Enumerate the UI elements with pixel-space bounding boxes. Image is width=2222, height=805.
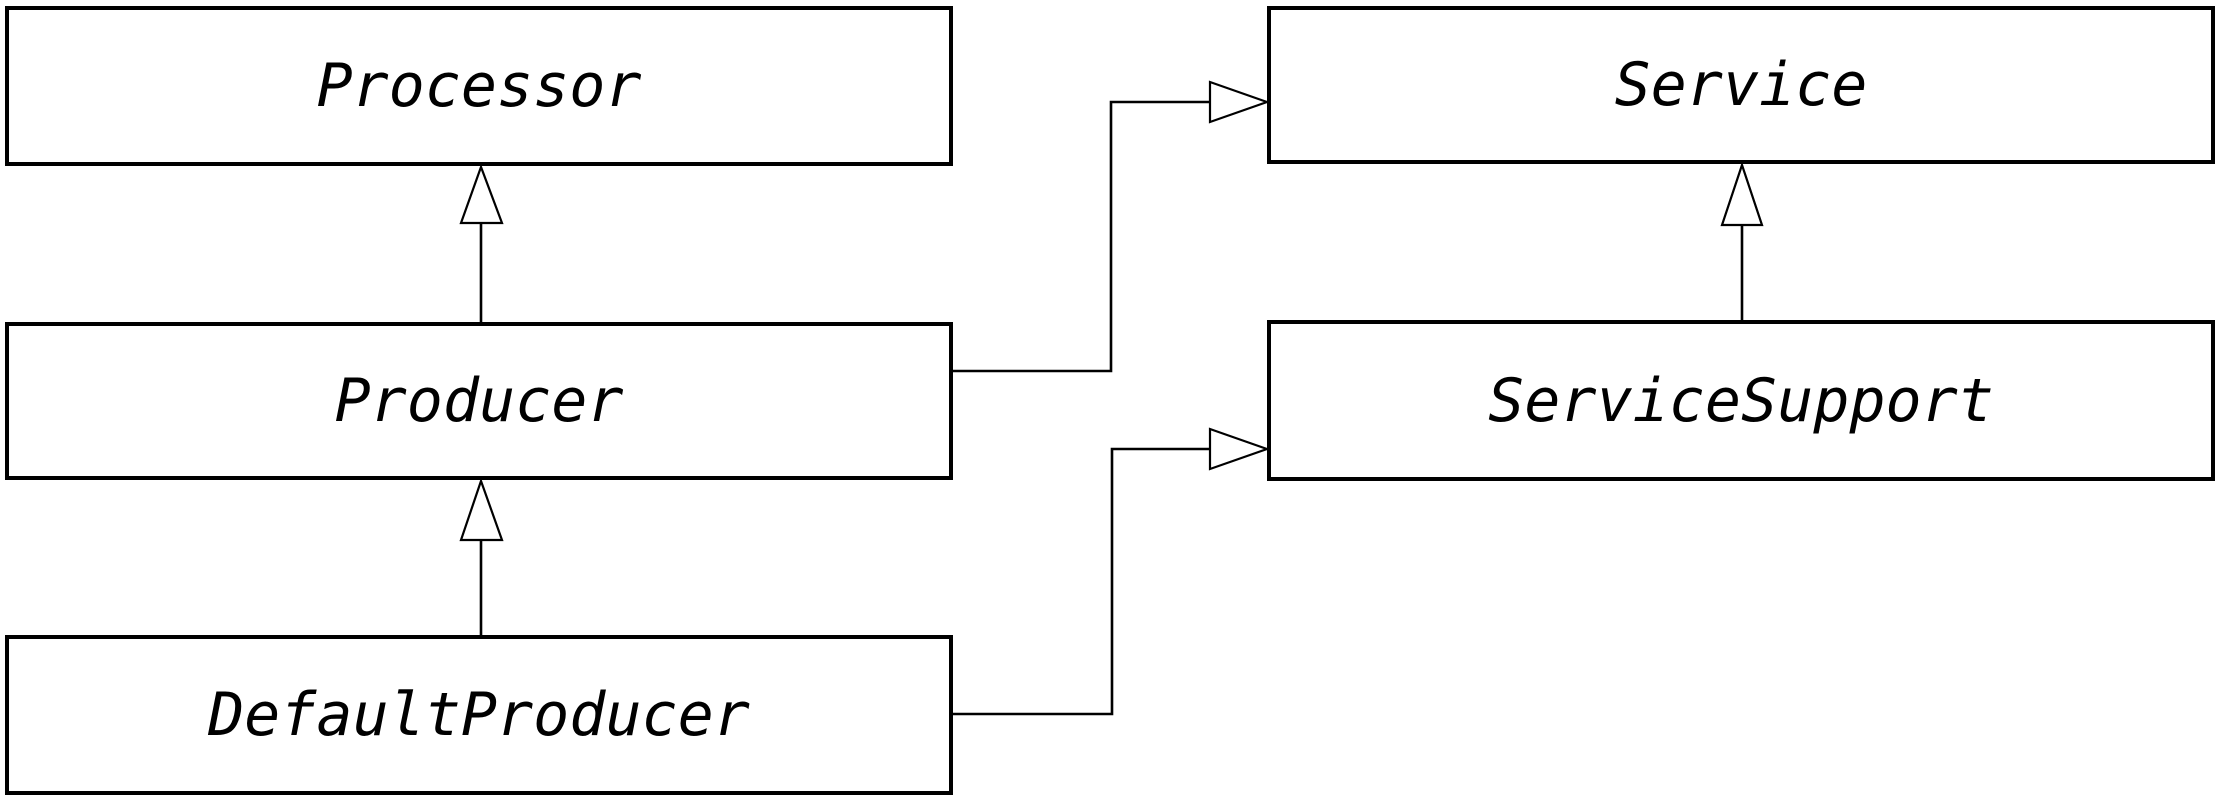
edge-servicesupport-extends-service [1720, 161, 1764, 322]
edge-producer-extends-service [953, 80, 1271, 373]
edge-line-producer-service [953, 100, 1210, 373]
hollow-triangle-arrowhead-service [1720, 161, 1764, 227]
edge-producer-extends-processor [459, 163, 504, 322]
edge-defaultproducer-extends-producer [459, 477, 504, 635]
class-box-processor[interactable]: Processor [5, 6, 953, 166]
class-box-service[interactable]: Service [1267, 6, 2215, 164]
class-name-processor: Processor [316, 51, 642, 121]
hollow-triangle-arrowhead-producer [459, 477, 504, 542]
edge-defaultproducer-extends-servicesupport [953, 427, 1271, 716]
class-name-servicesupport: ServiceSupport [1488, 365, 1994, 436]
class-box-servicesupport[interactable]: ServiceSupport [1267, 320, 2215, 481]
class-name-producer: Producer [334, 366, 624, 436]
class-name-service: Service [1614, 50, 1868, 120]
class-box-producer[interactable]: Producer [5, 322, 953, 480]
class-name-defaultproducer: DefaultProducer [208, 680, 750, 750]
hollow-triangle-arrowhead-servicesupport [1208, 427, 1271, 471]
hollow-triangle-arrowhead-processor [459, 163, 504, 225]
hollow-triangle-arrowhead-service-from-producer [1208, 80, 1271, 124]
class-box-defaultproducer[interactable]: DefaultProducer [5, 635, 953, 795]
edge-line-defaultproducer-servicesupport [953, 447, 1210, 716]
